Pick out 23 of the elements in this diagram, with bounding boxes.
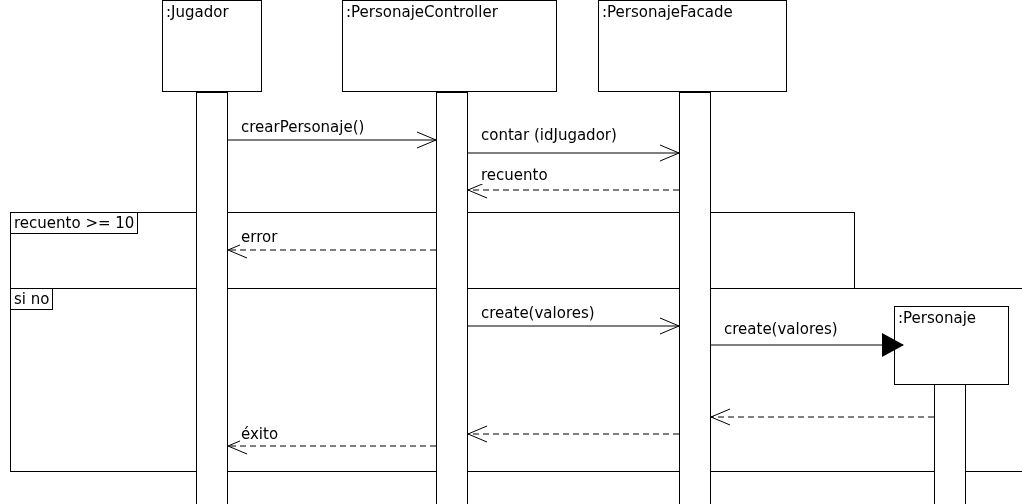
activation-bar bbox=[436, 92, 468, 504]
fragment-frame bbox=[10, 288, 1022, 472]
activation-bar bbox=[196, 92, 228, 504]
activation-bar bbox=[934, 384, 966, 504]
message-arrow bbox=[467, 317, 680, 335]
object-box: :PersonajeFacade bbox=[598, 0, 787, 92]
object-box: :Personaje bbox=[894, 306, 1009, 385]
message-arrow bbox=[467, 144, 680, 162]
message-label: crearPersonaje() bbox=[240, 118, 366, 136]
guard-condition: recuento >= 10 bbox=[10, 212, 139, 234]
message-label: create(valores) bbox=[723, 320, 839, 338]
guard-condition: si no bbox=[10, 288, 54, 310]
message-arrow bbox=[710, 333, 904, 357]
message-label: create(valores) bbox=[480, 304, 596, 322]
return-message-arrow bbox=[710, 408, 935, 426]
message-label: recuento bbox=[480, 166, 549, 184]
object-box: :PersonajeController bbox=[342, 0, 557, 92]
return-message-arrow bbox=[467, 425, 680, 443]
message-arrow bbox=[227, 131, 437, 149]
activation-bar bbox=[679, 92, 711, 504]
message-label: éxito bbox=[240, 425, 280, 443]
object-box: :Jugador bbox=[162, 0, 262, 92]
message-label: contar (idJugador) bbox=[480, 126, 618, 144]
